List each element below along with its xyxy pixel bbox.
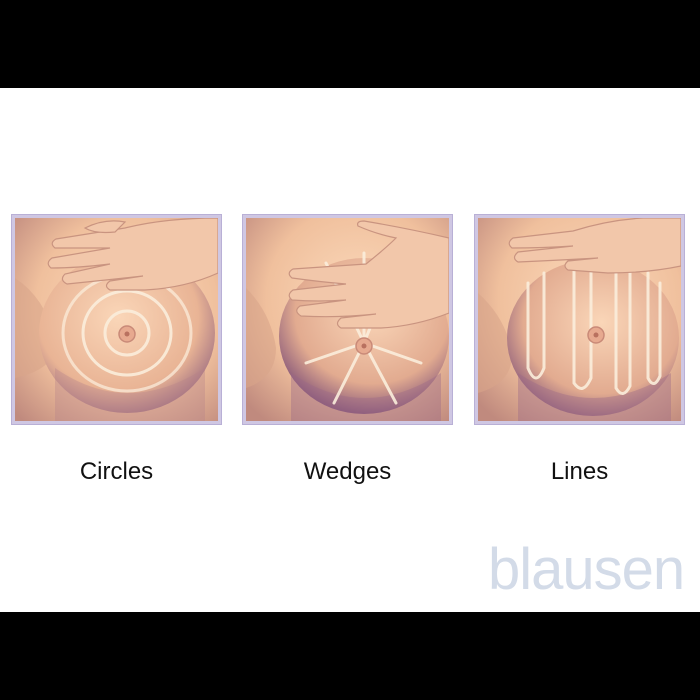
wedges-caption: Wedges [303, 458, 392, 485]
letterbox-bottom [0, 612, 700, 700]
lines-caption: Lines [550, 458, 609, 485]
circles-caption: Circles [79, 458, 154, 485]
circles-illustration [12, 215, 221, 424]
circles-pattern-icon [15, 218, 218, 421]
letterbox-top [0, 0, 700, 88]
lines-pattern-icon [478, 218, 681, 421]
slide: Circles Wedges Lines blausen [0, 88, 700, 612]
blausen-logo: blausen [488, 537, 685, 602]
wedges-pattern-icon [246, 218, 449, 421]
lines-illustration [475, 215, 684, 424]
wedges-illustration [243, 215, 452, 424]
